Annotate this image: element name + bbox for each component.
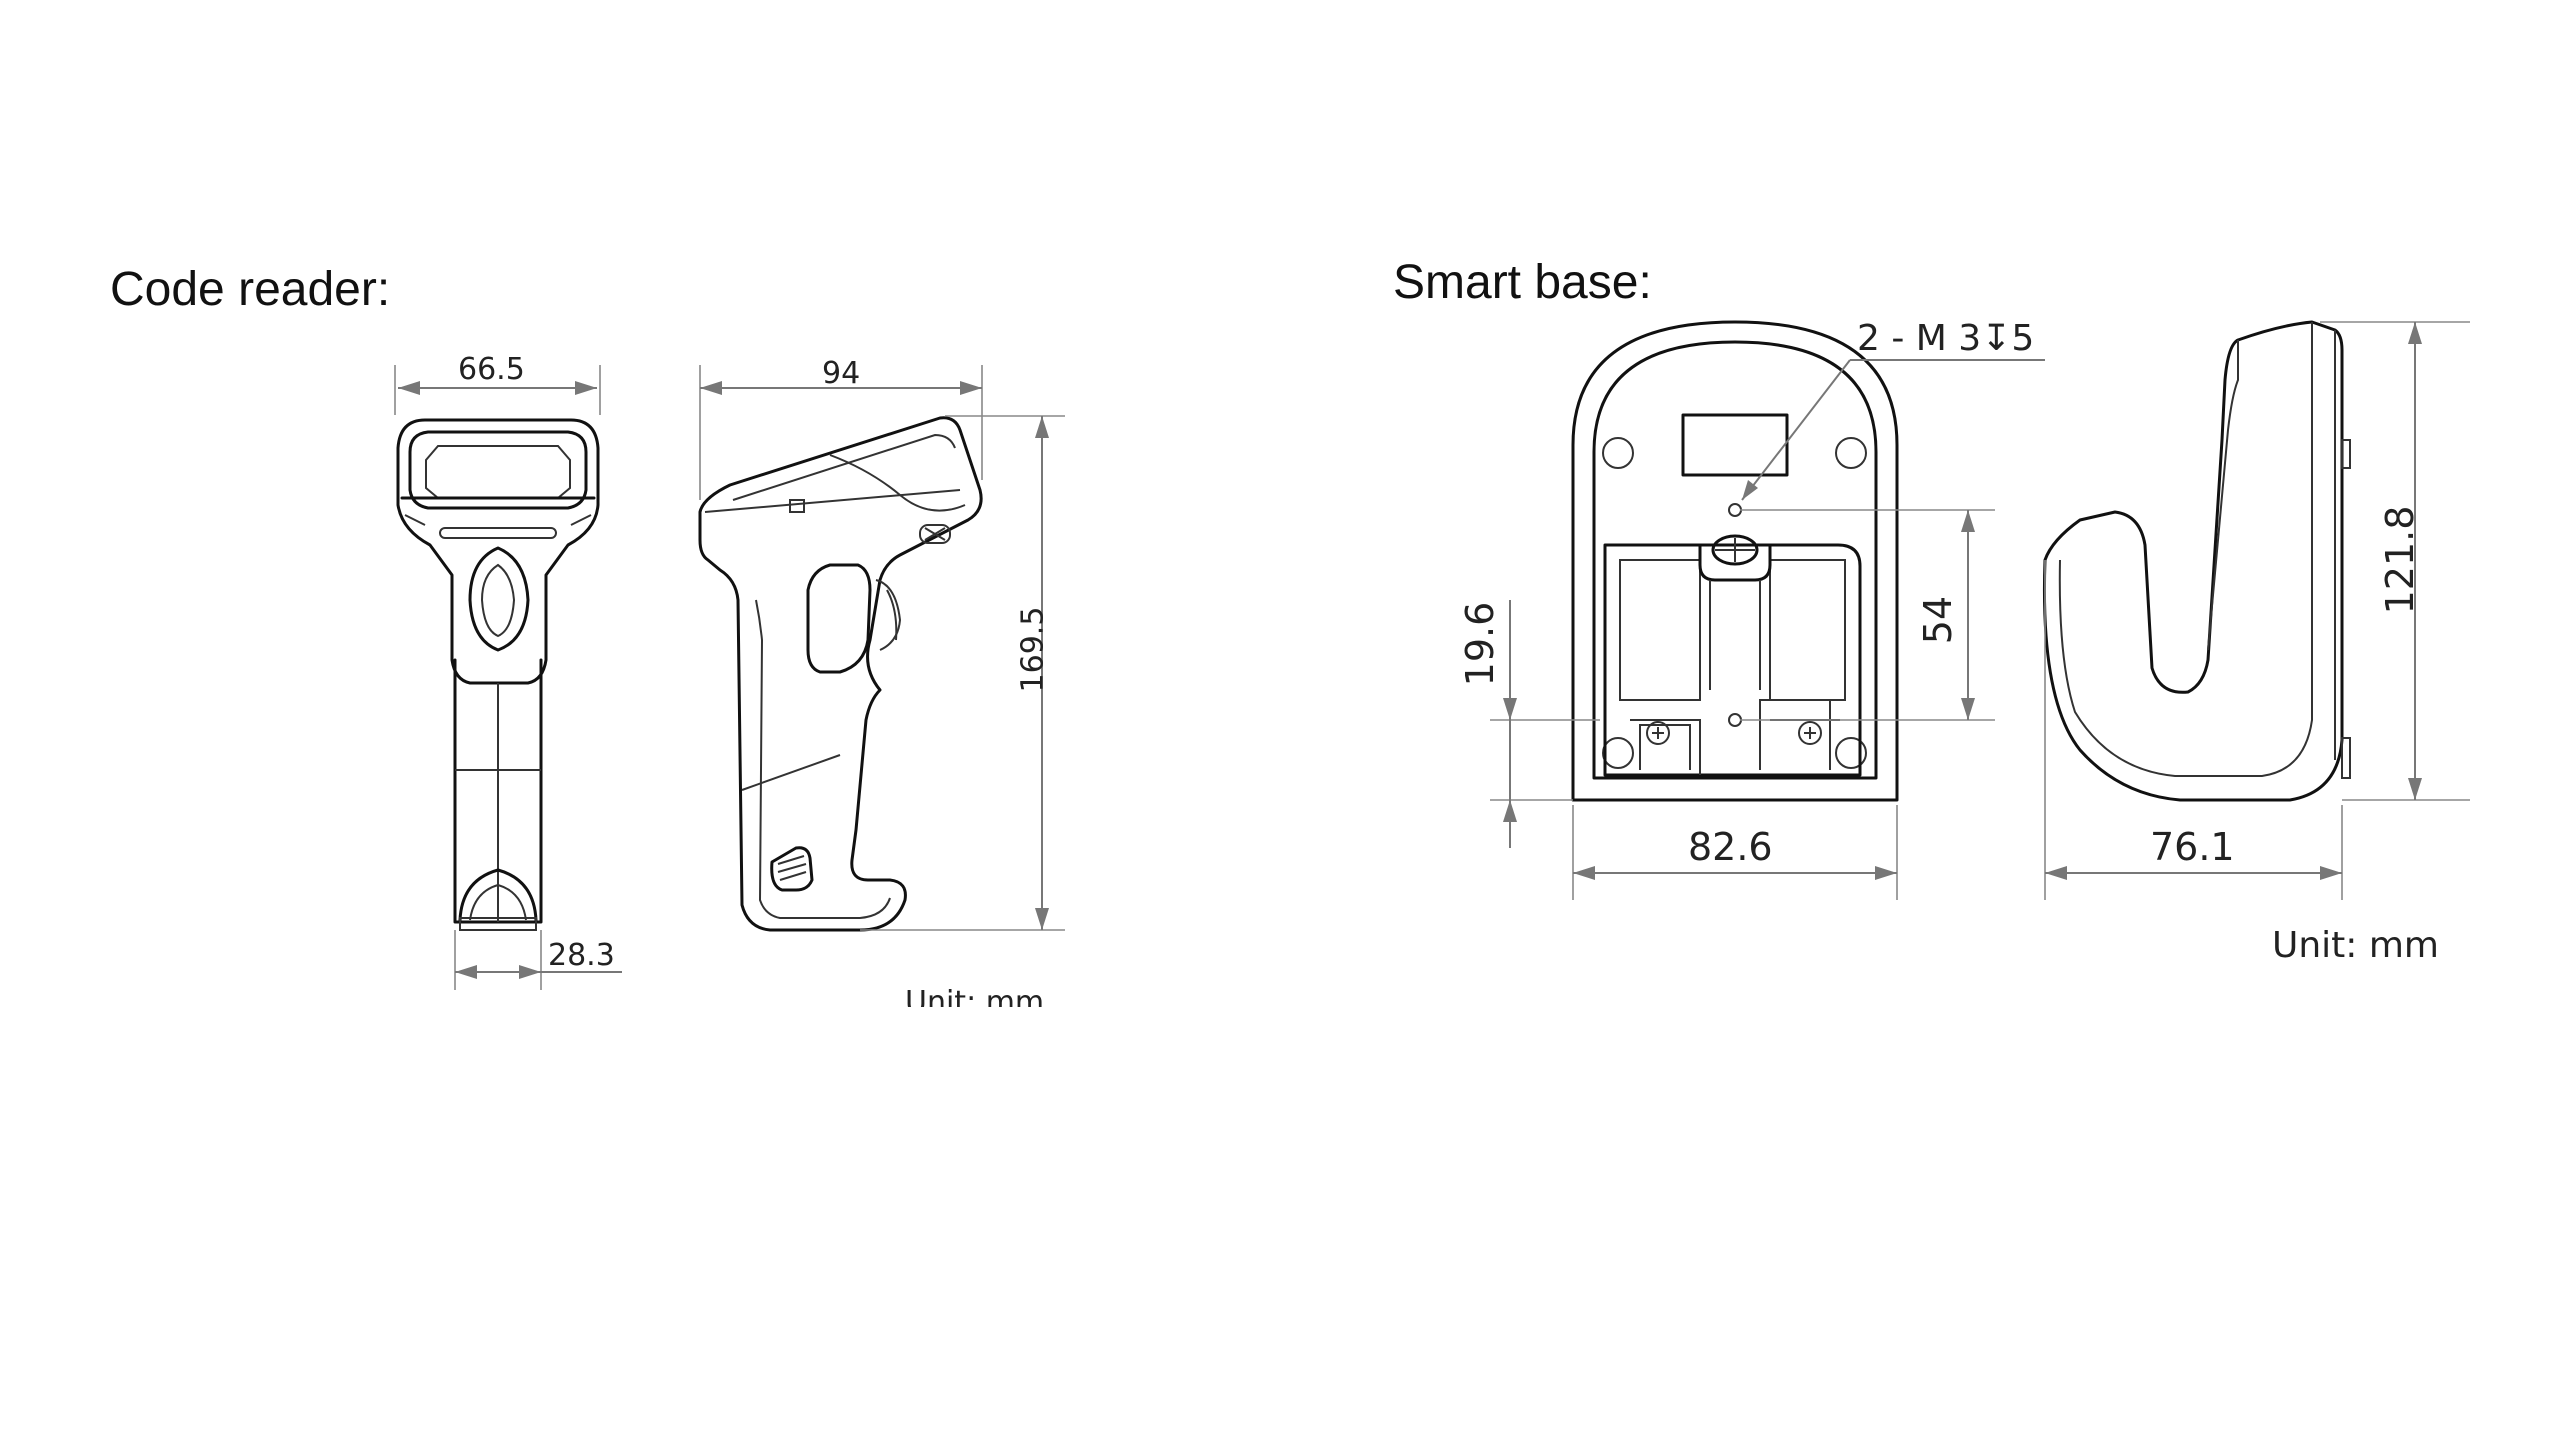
dim-base-height: 121.8	[2378, 505, 2422, 615]
dim-front-width: 66.5	[458, 352, 525, 387]
dim-height: 169.5	[1015, 606, 1051, 693]
dim-base-width: 82.6	[1688, 825, 1773, 869]
smart-base-side-view	[2042, 320, 2470, 900]
dim-side-width: 94	[822, 356, 861, 391]
code-reader-unit-label: Unit: mm	[905, 985, 1045, 1007]
smart-base-front-view	[1490, 320, 2045, 900]
smart-base-title: Smart base:	[1393, 256, 1652, 309]
code-reader-front-view	[394, 365, 622, 990]
dim-hole-offset: 19.6	[1458, 601, 1502, 687]
screw-spec-label: 2 - M 3↧5	[1857, 318, 2035, 359]
code-reader-title: Code reader:	[110, 263, 391, 316]
smart-base-unit-label: Unit: mm	[2272, 925, 2439, 966]
dim-hole-spacing: 54	[1916, 595, 1960, 645]
code-reader-side-view	[698, 365, 1065, 932]
dim-base-depth: 76.1	[2150, 825, 2235, 869]
dim-grip-depth: 28.3	[548, 938, 615, 973]
